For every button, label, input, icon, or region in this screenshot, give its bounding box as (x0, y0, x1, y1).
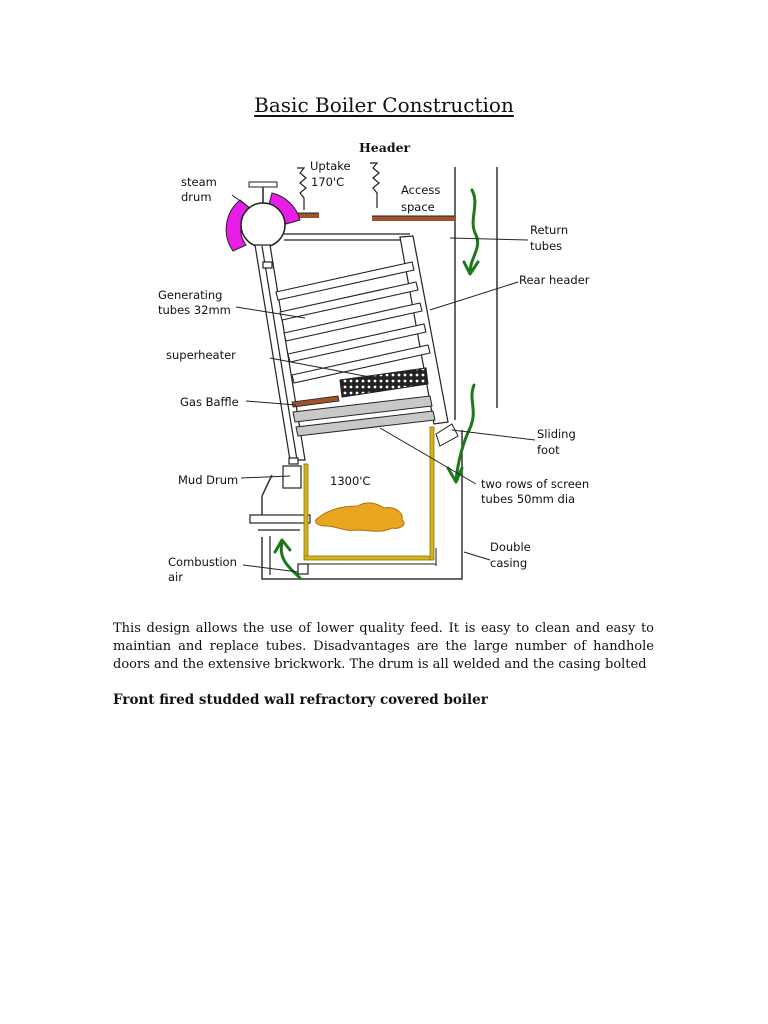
label-mud-drum: Mud Drum (178, 473, 238, 487)
label-steam-drum-1: steam (181, 175, 217, 189)
label-sliding-2: foot (537, 443, 560, 457)
steam-drum (225, 181, 301, 252)
label-access-2: space (401, 200, 435, 214)
label-superheater: superheater (166, 348, 236, 362)
leader-lines (231, 194, 536, 573)
label-generating-2: tubes 32mm (158, 303, 231, 317)
label-double-1: Double (490, 540, 531, 554)
label-uptake-1: Uptake (310, 159, 351, 173)
label-double-2: casing (490, 556, 527, 570)
label-combustion-2: air (168, 570, 183, 584)
furnace-lining (303, 426, 437, 566)
label-furnace-temp: 1300'C (330, 474, 370, 488)
label-steam-drum-2: drum (181, 190, 212, 204)
label-generating-1: Generating (158, 288, 222, 302)
label-screen-1: two rows of screen (481, 477, 589, 491)
label-rear-header: Rear header (519, 273, 590, 287)
page-title: Basic Boiler Construction (254, 93, 514, 117)
label-sliding-1: Sliding (537, 427, 576, 441)
boiler-diagram: Header Uptake 170'C steam drum Access sp… (158, 140, 590, 584)
screen-tubes (292, 395, 436, 437)
label-gas-baffle: Gas Baffle (180, 395, 239, 409)
label-header: Header (359, 140, 411, 155)
generating-tube-bank (275, 261, 431, 384)
gas-baffle (291, 395, 340, 408)
flame-icon (315, 502, 405, 532)
label-return-2: tubes (530, 239, 562, 253)
outer-casing (261, 167, 498, 580)
mud-drum-body (282, 465, 302, 489)
label-return-1: Return (530, 223, 568, 237)
superheater-block (339, 367, 429, 398)
uptake-refractory (283, 212, 455, 221)
label-screen-2: tubes 50mm dia (481, 492, 575, 506)
sliding-foot-shape (435, 423, 459, 447)
top-pipe (284, 233, 410, 241)
flow-arrows (273, 188, 480, 580)
section-subheading: Front fired studded wall refractory cove… (113, 692, 488, 708)
label-uptake-2: 170'C (311, 175, 344, 189)
label-combustion-1: Combustion (168, 555, 237, 569)
label-access-1: Access (401, 183, 440, 197)
uptake-zigzags (297, 162, 380, 210)
description-paragraph: This design allows the use of lower qual… (113, 621, 654, 672)
